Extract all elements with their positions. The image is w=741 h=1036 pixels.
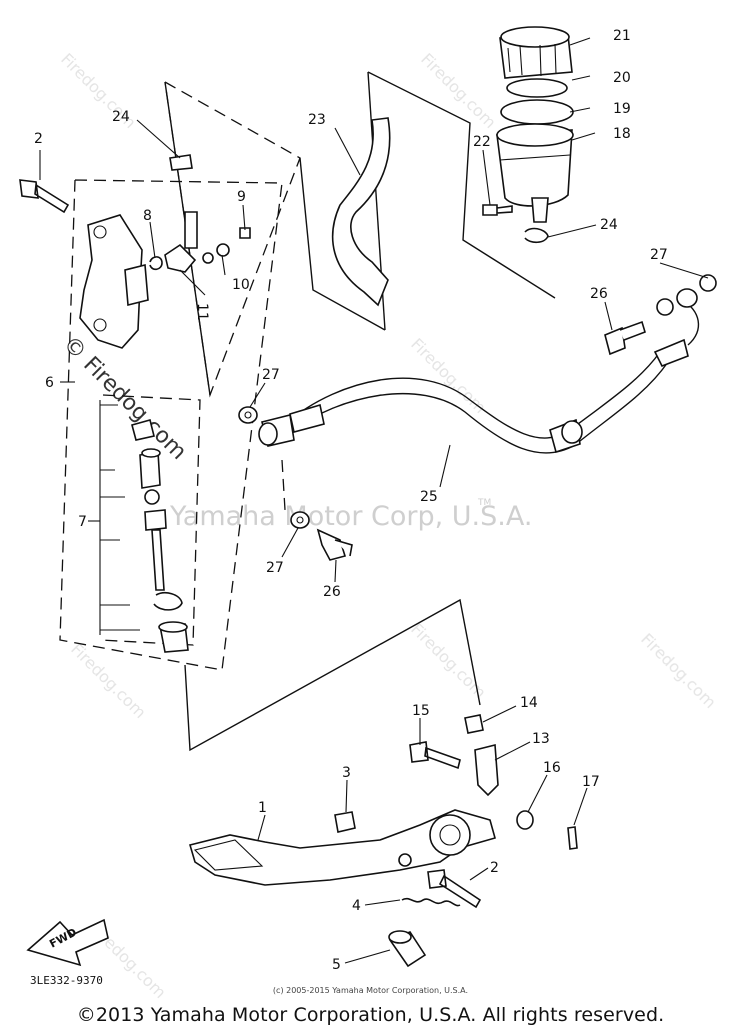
callout-3: 3 xyxy=(342,765,351,781)
callout-22: 22 xyxy=(473,134,491,150)
callout-5: 5 xyxy=(332,957,341,973)
washer-27-left xyxy=(238,406,258,424)
fwd-arrow-icon: FWD xyxy=(26,918,109,967)
callout-24-right: 24 xyxy=(600,217,618,233)
joint-11 xyxy=(164,243,197,273)
fitting-8 xyxy=(149,256,163,271)
callout-21: 21 xyxy=(613,28,631,44)
small-copyright: (c) 2005-2015 Yamaha Motor Corporation, … xyxy=(272,986,469,995)
brake-pedal xyxy=(188,714,578,968)
reservoir-plate xyxy=(506,78,568,98)
brake-hose xyxy=(258,288,700,454)
washer-27-right-a xyxy=(656,298,674,316)
clip-24-upper xyxy=(524,227,549,244)
leader-lines xyxy=(39,37,709,964)
reservoir-assembly xyxy=(482,26,574,244)
callout-7: 7 xyxy=(78,514,87,530)
callout-15: 15 xyxy=(412,703,430,719)
washer-27-right-b xyxy=(699,274,717,292)
nut-14 xyxy=(464,714,484,734)
diagram-code: 3LE332-9370 xyxy=(30,974,103,987)
callout-24-left: 24 xyxy=(112,109,130,125)
callout-27-lower: 27 xyxy=(266,560,284,576)
callout-4: 4 xyxy=(352,898,361,914)
watermark-faint: Firedog.com xyxy=(637,629,720,712)
callout-9: 9 xyxy=(237,189,246,205)
washer-16 xyxy=(516,810,534,830)
callout-17: 17 xyxy=(582,774,600,790)
watermark-tm: TM xyxy=(477,498,491,508)
callout-10: 10 xyxy=(232,277,250,293)
callout-19: 19 xyxy=(613,101,631,117)
callout-16: 16 xyxy=(543,760,561,776)
clevis-13 xyxy=(474,743,499,797)
callout-2-lower: 2 xyxy=(490,860,499,876)
bolt-26-upper xyxy=(604,326,626,356)
reservoir-hose xyxy=(331,117,391,307)
watermark-center: Yamaha Motor Corp, U.S.A. xyxy=(169,501,532,532)
bolt-2-upper xyxy=(19,179,70,214)
callout-26-right: 26 xyxy=(590,286,608,302)
callout-1: 1 xyxy=(258,800,267,816)
callout-14: 14 xyxy=(520,695,538,711)
callout-27-left: 27 xyxy=(262,367,280,383)
callout-20: 20 xyxy=(613,70,631,86)
bolt-26-lower xyxy=(316,528,347,561)
pin-17 xyxy=(567,826,578,850)
callout-23: 23 xyxy=(308,112,326,128)
callout-25: 25 xyxy=(420,489,438,505)
callout-numbers: 2 24 9 8 10 11 23 22 21 20 19 18 24 27 2… xyxy=(34,28,668,973)
callout-2-upper: 2 xyxy=(34,131,43,147)
watermark-faint: Firedog.com xyxy=(67,639,150,722)
spring-4 xyxy=(401,897,461,907)
callout-13: 13 xyxy=(532,731,550,747)
callout-27-right: 27 xyxy=(650,247,668,263)
callout-6: 6 xyxy=(45,375,54,391)
screw-22 xyxy=(482,204,513,216)
piston-kit xyxy=(99,400,189,653)
washer-27-lower xyxy=(290,511,310,529)
screw-9 xyxy=(239,227,251,239)
callout-18: 18 xyxy=(613,126,631,142)
nut-3 xyxy=(334,811,356,833)
copyright-footer: ©2013 Yamaha Motor Corporation, U.S.A. A… xyxy=(76,1004,665,1026)
reservoir-diaphragm xyxy=(500,99,574,125)
callout-11: 11 xyxy=(194,303,210,321)
washers-bolts xyxy=(238,274,717,561)
reservoir-cap-top xyxy=(500,26,570,48)
watermark-faint: Firedog.com xyxy=(417,49,500,132)
washer-10 xyxy=(216,243,230,257)
master-cylinder xyxy=(19,154,251,349)
callout-8: 8 xyxy=(143,208,152,224)
bolt-2-lower xyxy=(427,869,482,909)
reservoir-nozzle xyxy=(531,197,549,223)
bolt-15 xyxy=(409,741,461,770)
callout-26-lower: 26 xyxy=(323,584,341,600)
clip-24-left xyxy=(169,154,193,171)
